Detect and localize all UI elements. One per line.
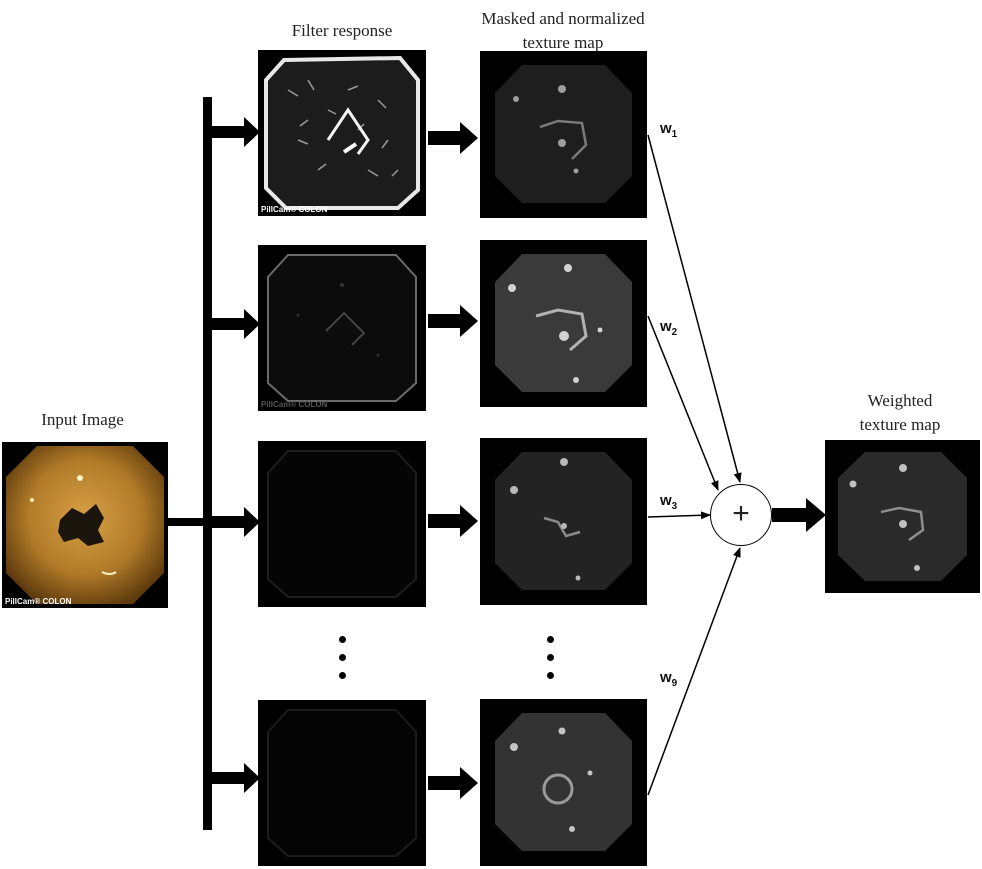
weight-line-9 xyxy=(647,547,741,796)
arrow-to-filter-2 xyxy=(212,309,260,339)
weight-line-1 xyxy=(647,134,742,483)
input-connector xyxy=(168,518,208,526)
masked-map-2 xyxy=(480,240,647,407)
arrow-to-filter-3 xyxy=(212,507,260,537)
weight-label-2: w2 xyxy=(660,318,678,338)
weighted-map-label-line2: texture map xyxy=(859,415,941,434)
weighted-map xyxy=(825,440,980,593)
weight-label-3: w3 xyxy=(660,492,678,512)
summation-node: + xyxy=(710,484,772,546)
masked-map-label-line1: Masked and normalized xyxy=(481,9,645,28)
weight-label-9: w9 xyxy=(660,669,678,689)
filter-2-brand-text: PillCam® COLON xyxy=(261,400,328,409)
input-image-label: Input Image xyxy=(41,410,124,429)
weighted-map-label-line1: Weighted xyxy=(867,391,933,410)
masked-ellipsis xyxy=(547,636,554,690)
masked-map-1 xyxy=(480,51,647,218)
weight-line-3 xyxy=(647,511,711,520)
input-brand-text: PillCam® COLON xyxy=(5,597,72,606)
input-image: PillCam® COLON xyxy=(2,442,168,608)
filter-response-1: PillCam® COLON xyxy=(258,50,426,216)
arrow-to-weighted xyxy=(772,498,826,532)
masked-map-9 xyxy=(480,699,647,866)
arrow-to-masked-1 xyxy=(428,122,478,154)
arrow-to-masked-3 xyxy=(428,505,478,537)
distribution-bar xyxy=(203,97,212,830)
filter-ellipsis xyxy=(339,636,346,690)
filter-response-9 xyxy=(258,700,426,866)
arrow-to-filter-9 xyxy=(212,763,260,793)
filter-response-label: Filter response xyxy=(291,21,393,40)
masked-map-label-line2: texture map xyxy=(522,33,604,52)
filter-response-2: PillCam® COLON xyxy=(258,245,426,411)
weight-label-1: w1 xyxy=(660,120,678,140)
filter-1-brand-text: PillCam® COLON xyxy=(261,205,328,214)
arrow-to-masked-2 xyxy=(428,305,478,337)
masked-map-3 xyxy=(480,438,647,605)
arrow-to-filter-1 xyxy=(212,117,260,147)
arrow-to-masked-9 xyxy=(428,767,478,799)
weight-line-2 xyxy=(647,315,719,491)
filter-response-3 xyxy=(258,441,426,607)
